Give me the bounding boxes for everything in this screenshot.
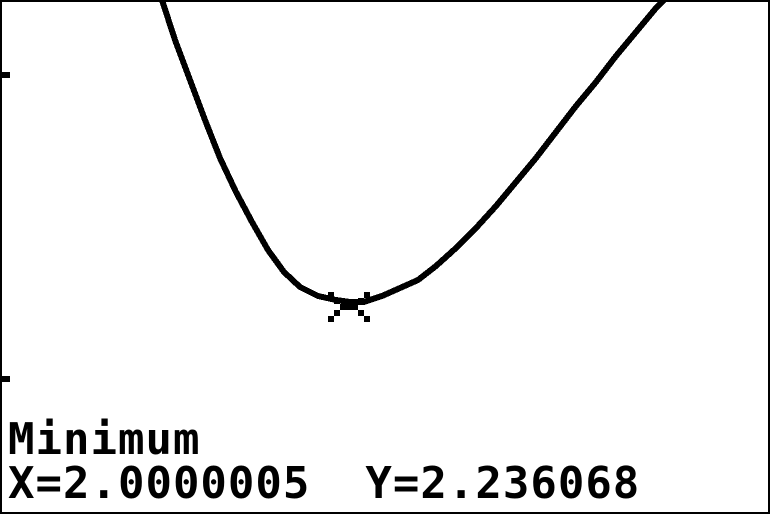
y-value: Y=2.236068 bbox=[365, 458, 641, 509]
y-axis-tick bbox=[2, 376, 10, 382]
function-curve bbox=[159, 0, 667, 305]
coordinate-readout: X=2.0000005 Y=2.236068 bbox=[8, 462, 640, 506]
cross-cursor-icon bbox=[328, 292, 370, 322]
x-value: X=2.0000005 bbox=[8, 458, 311, 509]
calc-mode-label: Minimum bbox=[8, 414, 201, 465]
y-axis-tick bbox=[2, 72, 10, 78]
